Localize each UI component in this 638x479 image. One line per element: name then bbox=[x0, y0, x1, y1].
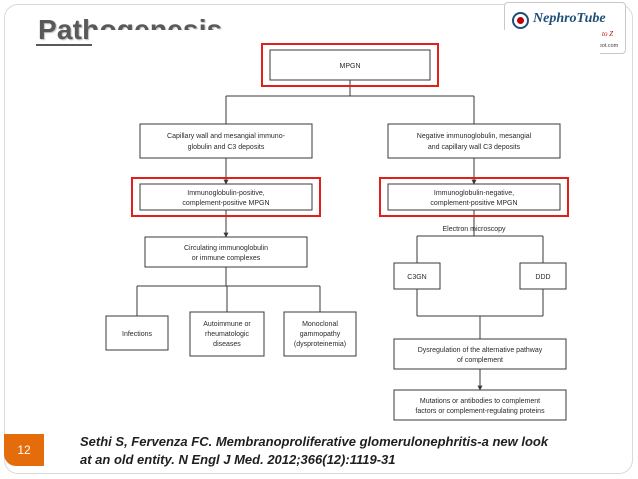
connector-c3gn-ddd bbox=[416, 289, 544, 339]
label-c3gn: C3GN bbox=[407, 274, 426, 281]
label-dysregulation-2: of complement bbox=[457, 357, 503, 364]
box-c3gn bbox=[393, 262, 441, 290]
label-circulating-2: or immune complexes bbox=[192, 255, 261, 262]
label-right-deposits-2: and capillary wall C3 deposits bbox=[428, 144, 521, 151]
box-dysregulation bbox=[393, 338, 567, 370]
connector-electron-microscopy bbox=[416, 210, 544, 263]
label-ig-negative-2: complement-positive MPGN bbox=[430, 200, 517, 207]
citation-line-1: Sethi S, Fervenza FC. Membranoproliferat… bbox=[80, 434, 549, 449]
logo-emblem-icon bbox=[512, 12, 529, 29]
label-ig-positive-2: complement-positive MPGN bbox=[182, 200, 269, 207]
citation: Sethi S, Fervenza FC. Membranoproliferat… bbox=[80, 433, 548, 469]
label-mutations-2: factors or complement-regulating protein… bbox=[415, 408, 545, 415]
box-circulating bbox=[144, 236, 308, 268]
label-ig-negative-1: Immunoglobulin-negative, bbox=[434, 190, 514, 197]
label-right-deposits-1: Negative immunoglobulin, mesangial bbox=[417, 133, 532, 140]
label-autoimmune-2: rheumatologic bbox=[205, 331, 249, 338]
logo-name: NephroTube bbox=[533, 11, 606, 26]
label-ddd: DDD bbox=[535, 274, 550, 281]
connector-causes bbox=[136, 267, 321, 316]
label-ig-positive-1: Immunoglobulin-positive, bbox=[187, 190, 264, 197]
label-autoimmune-3: diseases bbox=[213, 341, 241, 348]
box-monoclonal bbox=[283, 311, 357, 357]
label-monoclonal-3: (dysproteinemia) bbox=[294, 341, 346, 348]
label-left-deposits-2: globulin and C3 deposits bbox=[188, 144, 265, 151]
label-dysregulation-1: Dysregulation of the alternative pathway bbox=[418, 347, 543, 354]
box-ddd bbox=[519, 262, 567, 290]
label-mpgn: MPGN bbox=[340, 63, 361, 70]
label-electron-microscopy: Electron microscopy bbox=[442, 226, 506, 233]
highlight-ig-negative bbox=[379, 177, 569, 217]
connector-root bbox=[225, 80, 475, 124]
box-right-deposits bbox=[387, 123, 561, 159]
mpgn-flowchart: MPGN Capillary wall and mesangial immuno… bbox=[92, 30, 600, 430]
box-mutations bbox=[393, 389, 567, 421]
label-left-deposits-1: Capillary wall and mesangial immuno- bbox=[167, 133, 286, 140]
label-infections: Infections bbox=[122, 331, 152, 338]
box-left-deposits bbox=[139, 123, 313, 159]
label-autoimmune-1: Autoimmune or bbox=[203, 321, 251, 328]
label-circulating-1: Circulating immunoglobulin bbox=[184, 245, 268, 252]
citation-line-2: at an old entity. N Engl J Med. 2012;366… bbox=[80, 452, 396, 467]
flowchart-svg: MPGN Capillary wall and mesangial immuno… bbox=[105, 43, 569, 421]
highlight-mpgn bbox=[261, 43, 439, 87]
label-monoclonal-1: Monoclonal bbox=[302, 321, 338, 328]
highlight-ig-positive bbox=[131, 177, 321, 217]
box-infections bbox=[105, 315, 169, 351]
label-mutations-1: Mutations or antibodies to complement bbox=[420, 398, 540, 405]
slide-number: 12 bbox=[4, 434, 44, 466]
label-monoclonal-2: gammopathy bbox=[300, 331, 341, 338]
